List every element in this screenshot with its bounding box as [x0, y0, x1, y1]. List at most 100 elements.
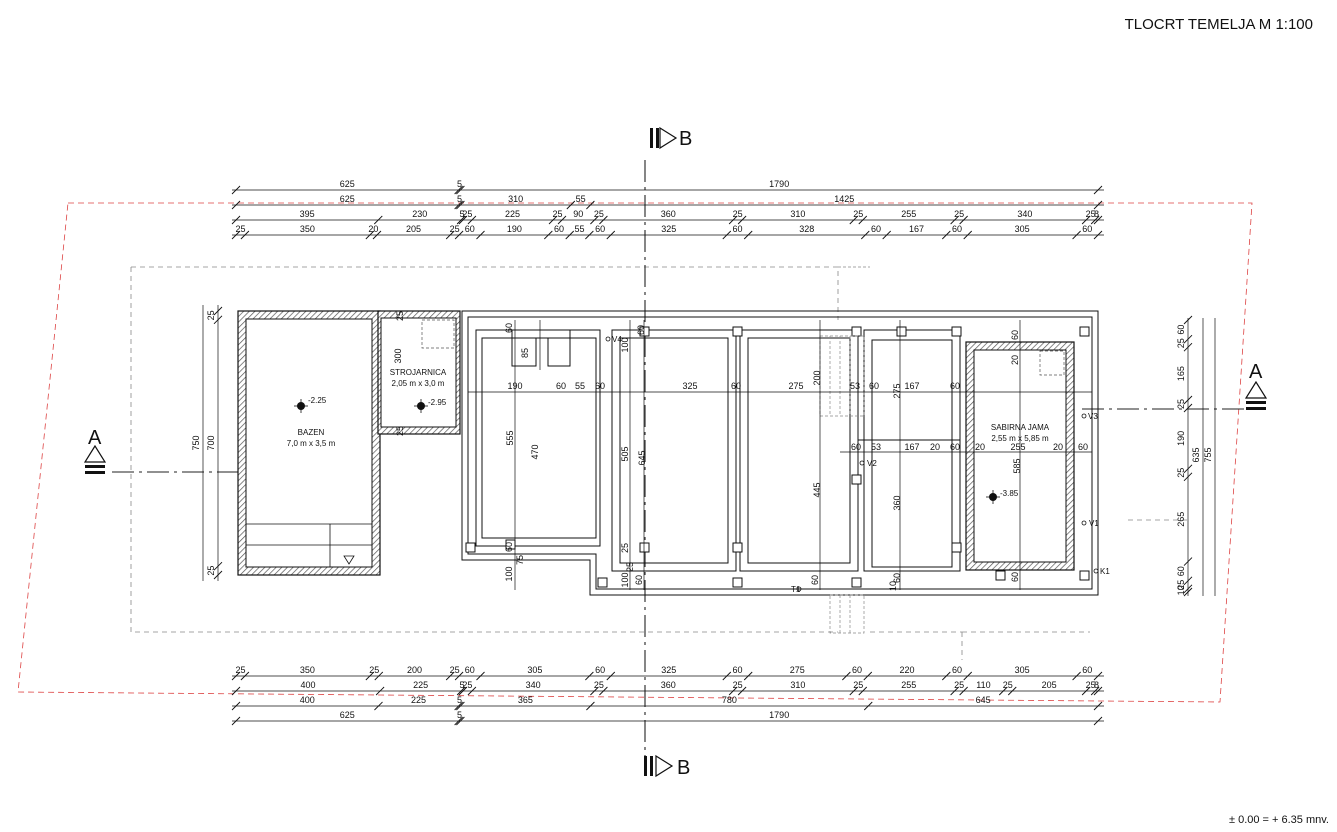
dim-right-inner: 60: [1176, 325, 1186, 335]
dim-tick: [586, 701, 595, 711]
dim-tick: [1093, 716, 1103, 726]
dim-left-inner: 25: [206, 310, 216, 320]
dim-right-inner: 60: [1176, 566, 1186, 576]
dim-left-inner: 700: [206, 435, 216, 450]
dim-bottom-row-4: 1790: [769, 710, 789, 720]
dim-bottom-row-3: 780: [722, 695, 737, 705]
svg-text:-3.85: -3.85: [1000, 489, 1019, 498]
dim-tick: [1081, 686, 1091, 696]
dim-inner-label: 275: [788, 381, 803, 391]
section-marker-b-bottom: B: [644, 754, 690, 779]
section-marker-a-right: A: [1244, 361, 1268, 410]
dim-tick: [445, 230, 455, 240]
dim-tick: [1081, 215, 1091, 225]
dim-inner-label: 60: [595, 381, 605, 391]
dim-inner-label: 60: [950, 442, 960, 452]
dim-tick: [548, 215, 558, 225]
dim-bottom-row-1: 25: [235, 665, 245, 675]
dim-top-row-3: 25: [462, 209, 472, 219]
svg-text:-2.95: -2.95: [428, 398, 447, 407]
dim-inner-label: 25: [395, 311, 405, 321]
dim-right-inner: 165: [1176, 366, 1186, 381]
dim-tick: [998, 686, 1008, 696]
dim-inner-label: 190: [507, 381, 522, 391]
dim-inner-label: 645: [637, 450, 647, 465]
dim-tick: [213, 561, 223, 571]
dim-tick: [959, 686, 968, 696]
dim-tick: [1090, 215, 1100, 225]
dim-inner-label: 25: [625, 562, 635, 572]
dim-top-row-3: 310: [790, 209, 805, 219]
dim-inner-label: 100: [620, 572, 630, 587]
dim-inner-label: 60: [556, 381, 566, 391]
dim-inner-label: 100: [504, 566, 514, 581]
dim-top-row-3: 225: [505, 209, 520, 219]
dim-inner-label: 25: [395, 426, 405, 436]
dim-inner-label: 60: [636, 325, 646, 335]
markers: V4 V3 V2 V1 K1 T1: [605, 335, 1110, 594]
dim-tick: [849, 215, 859, 225]
dim-top-row-4: 60: [732, 224, 742, 234]
dim-top-row-2: 625: [340, 194, 355, 204]
dim-bottom-row-1: 60: [1082, 665, 1092, 675]
dim-top-row-4: 60: [1082, 224, 1092, 234]
dim-tick: [231, 230, 241, 240]
svg-text:B: B: [677, 757, 690, 779]
dim-tick: [231, 215, 241, 225]
dim-top-row-4: 350: [300, 224, 315, 234]
dim-tick: [454, 185, 463, 195]
dim-tick: [590, 686, 599, 696]
dim-bottom-row-1: 305: [1015, 665, 1030, 675]
svg-text:BAZEN: BAZEN: [298, 428, 325, 437]
dim-tick: [858, 686, 868, 696]
dim-tick: [231, 701, 241, 711]
dim-right-inner: 10: [1176, 585, 1186, 595]
dim-tick: [842, 671, 851, 681]
dim-tick: [544, 230, 553, 240]
dim-tick: [456, 701, 465, 711]
dim-tick: [963, 671, 973, 681]
dim-top-row-4: 60: [871, 224, 881, 234]
dim-top-row-3: 360: [661, 209, 676, 219]
dim-tick: [1183, 557, 1193, 566]
dim-tick: [1007, 686, 1017, 696]
dim-chain-lines: [202, 189, 1216, 722]
dim-inner-label: 60: [731, 381, 741, 391]
dim-bottom-row-2: 8: [1094, 680, 1099, 690]
dim-top-row-4: 190: [507, 224, 522, 234]
dim-top-row-4: 25: [450, 224, 460, 234]
dim-top-row-4: 305: [1015, 224, 1030, 234]
dim-right-inner: 25: [1176, 338, 1186, 348]
dim-inner-label: 75: [515, 555, 525, 565]
dim-bottom-row-2: 25: [954, 680, 964, 690]
dim-tick: [722, 671, 732, 681]
dim-left-total: 750: [191, 435, 201, 450]
dim-right-755: 755: [1203, 447, 1213, 462]
svg-text:K1: K1: [1100, 567, 1110, 576]
svg-text:V3: V3: [1088, 412, 1098, 421]
dim-left-inner: 25: [206, 566, 216, 576]
dim-bottom-row-2: 225: [413, 680, 428, 690]
svg-text:STROJARNICA: STROJARNICA: [390, 368, 447, 377]
dim-top-row-2: 310: [508, 194, 523, 204]
dim-tick: [606, 230, 616, 240]
dim-inner-label: 505: [620, 446, 630, 461]
dim-tick: [1093, 686, 1103, 696]
dim-tick: [231, 200, 241, 210]
dim-tick: [1093, 230, 1103, 240]
dim-right-635: 635: [1191, 447, 1201, 462]
dim-inner-label: 470: [530, 444, 540, 459]
dim-top-row-4: 325: [661, 224, 676, 234]
svg-text:B: B: [679, 128, 692, 150]
dim-tick: [365, 230, 375, 240]
dim-tick: [213, 315, 223, 325]
dim-bottom-row-2: 110: [976, 680, 990, 690]
dim-bottom-row-2: 205: [1042, 680, 1057, 690]
dim-bottom-row-1: 25: [450, 665, 460, 675]
dim-inner-label: 445: [812, 482, 822, 497]
dim-tick: [599, 686, 608, 696]
dim-tick: [1183, 315, 1193, 325]
dim-bottom-row-2: 5: [460, 680, 465, 690]
